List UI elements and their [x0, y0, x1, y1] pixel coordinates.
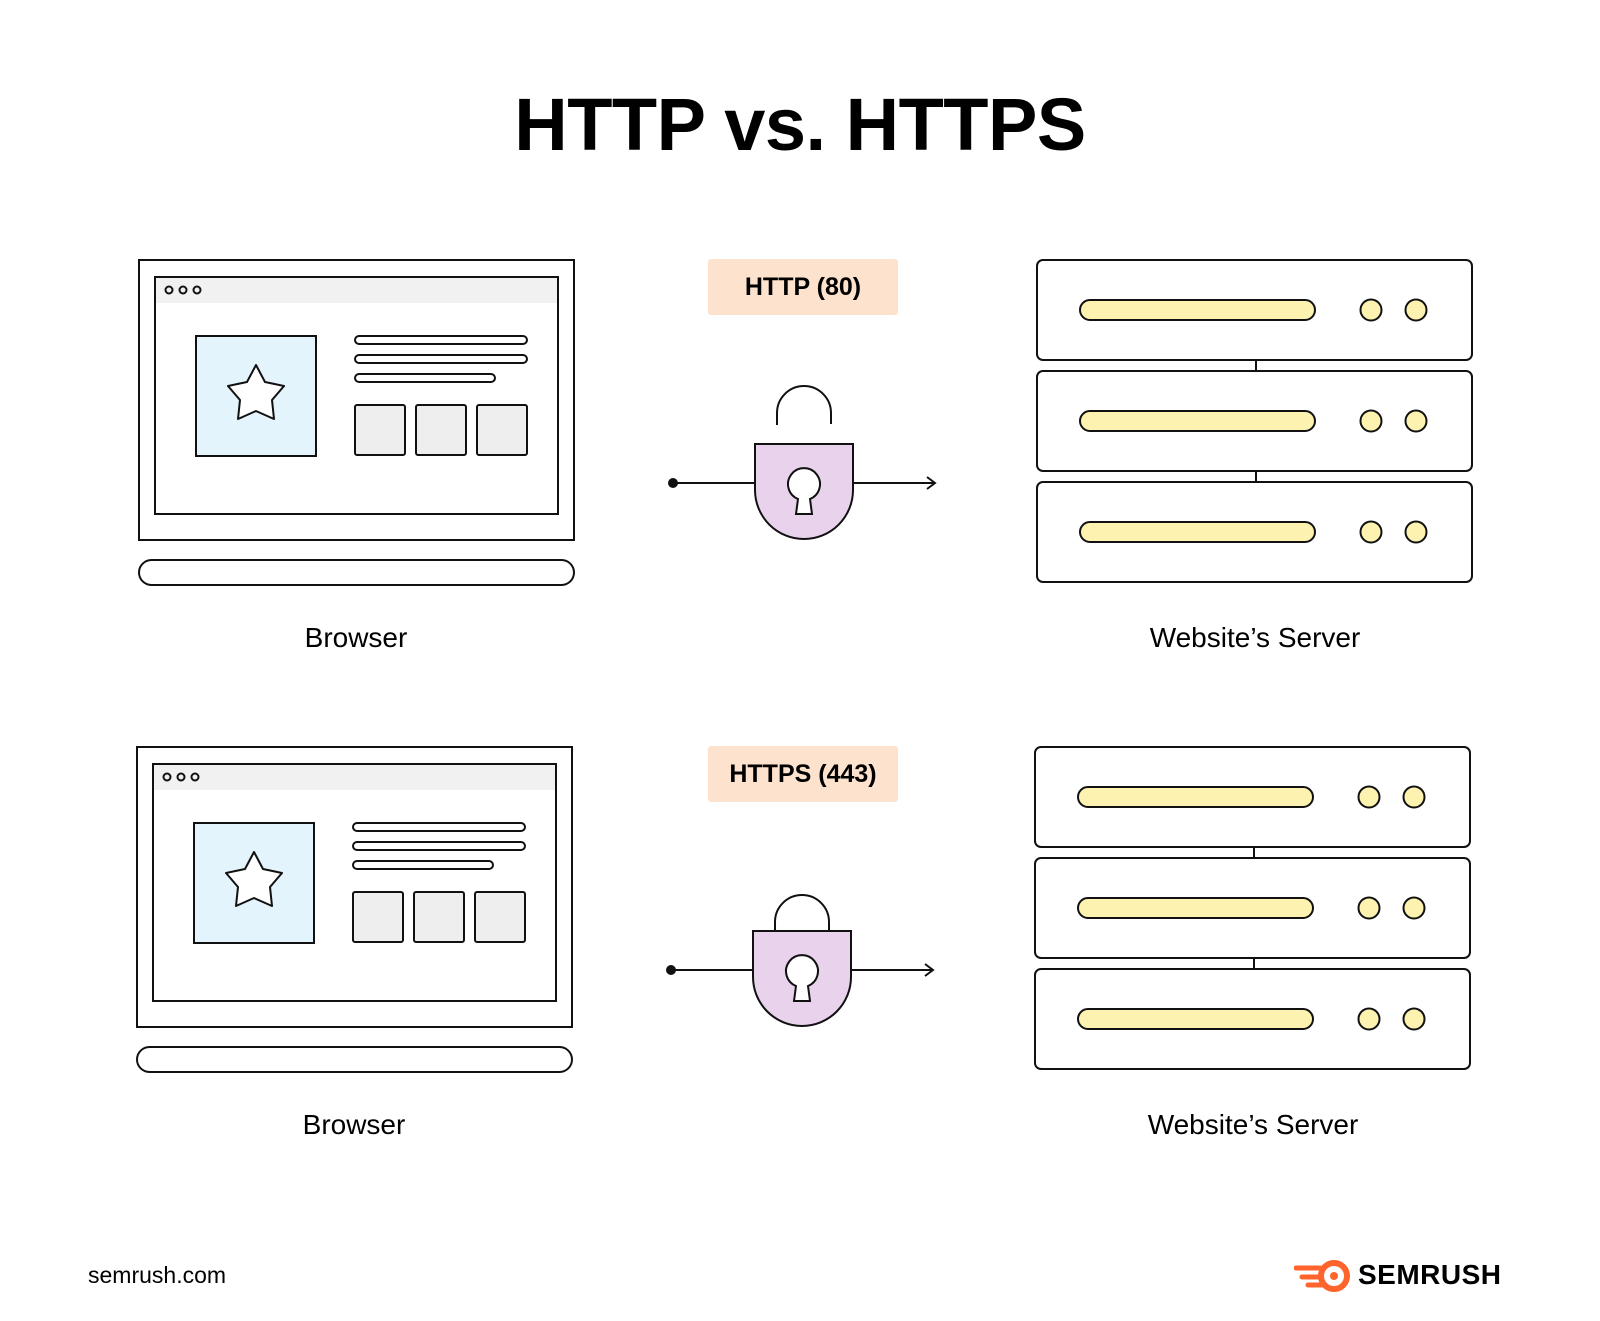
laptop-icon — [136, 746, 573, 1073]
semrush-flame-icon — [1294, 1260, 1350, 1292]
laptop-icon — [138, 259, 575, 586]
locked-padlock-icon — [752, 894, 852, 1027]
https-diagram — [136, 746, 1471, 1073]
brand-logo: SEMRUSH — [1294, 1258, 1502, 1292]
https-row: HTTPS (443) Browser Website’s Server — [0, 737, 1600, 1140]
page-title: HTTP vs. HTTPS — [514, 83, 1086, 166]
http-diagram — [138, 259, 1473, 586]
server-stack-icon — [1034, 746, 1471, 1070]
browser-label: Browser — [304, 622, 408, 653]
unlocked-padlock-icon — [754, 385, 854, 540]
browser-label: Browser — [302, 1109, 406, 1140]
brand-name: SEMRUSH — [1358, 1259, 1502, 1290]
protocol-badge: HTTP (80) — [708, 259, 898, 315]
footer-url: semrush.com — [88, 1262, 227, 1288]
http-row: HTTP (80) Browser Website’s Server — [0, 250, 1600, 653]
server-label: Website’s Server — [1149, 622, 1361, 653]
server-stack-icon — [1036, 259, 1473, 583]
protocol-badge: HTTPS (443) — [708, 746, 898, 802]
server-label: Website’s Server — [1147, 1109, 1359, 1140]
